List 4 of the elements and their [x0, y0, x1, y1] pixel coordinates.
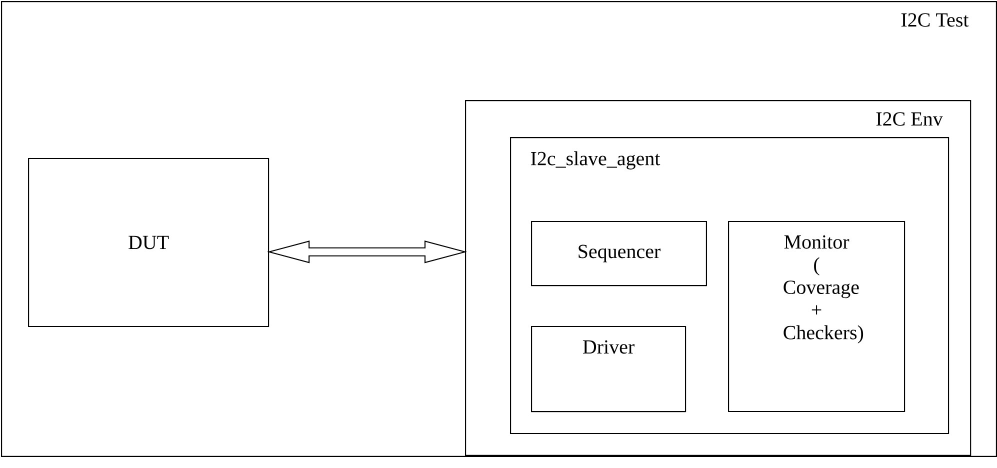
component-box: Monitor ( Coverage + Checkers)	[728, 221, 906, 412]
component-box: DUT	[28, 158, 270, 328]
component-box: Driver	[531, 326, 686, 412]
component-box: Sequencer	[531, 221, 707, 286]
